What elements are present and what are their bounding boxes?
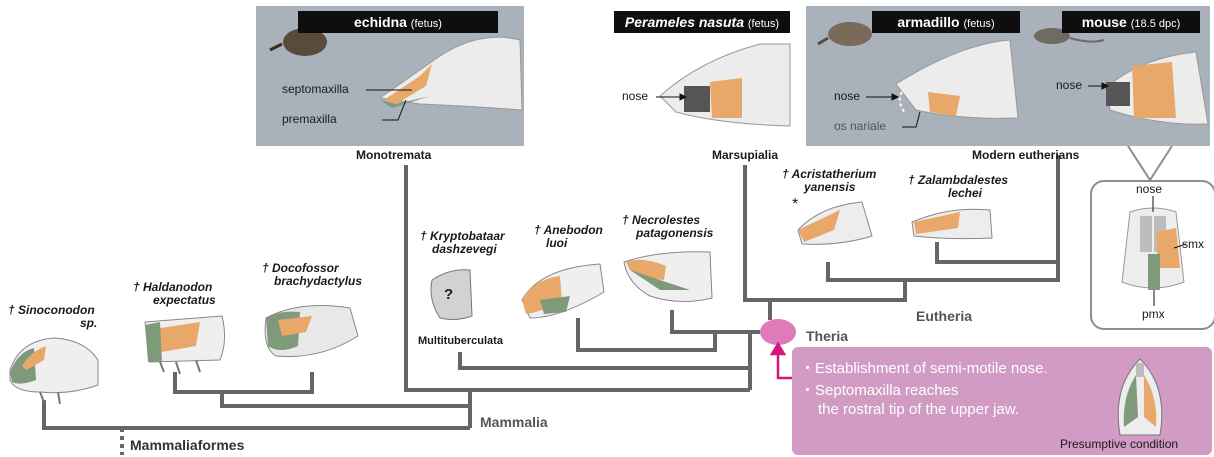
- anebodon-line2: luoi: [534, 237, 603, 250]
- echidna-header: echidna (fetus): [298, 11, 498, 33]
- docofossor-label: † Docofossor brachydactylus: [262, 262, 362, 288]
- zalambdalestes-line2: lechei: [908, 187, 1008, 200]
- kryptobataar-label: † Kryptobataar dashzevegi: [420, 230, 505, 256]
- perameles-header: Perameles nasuta (fetus): [614, 11, 790, 33]
- modern-eutherians-label: Modern eutherians: [972, 148, 1079, 162]
- mouse-title: mouse: [1082, 14, 1127, 30]
- theria-node: [760, 319, 796, 345]
- armadillo-note: (fetus): [963, 18, 994, 30]
- acristatherium-skull: [798, 202, 872, 244]
- os-nariale-label: os nariale: [834, 119, 886, 133]
- echidna-note: (fetus): [411, 18, 442, 30]
- zalambdalestes-label: † Zalambdalestes lechei: [908, 174, 1008, 200]
- inset-pmx-label: pmx: [1142, 307, 1165, 321]
- necrolestes-skull: [624, 252, 712, 302]
- theria-label: Theria: [806, 328, 848, 344]
- acristatherium-label: † Acristatherium yanensis: [782, 168, 876, 194]
- theria-callout: ・Establishment of semi-motile nose. ・Sep…: [792, 347, 1212, 455]
- callout-caption: Presumptive condition: [1060, 437, 1178, 451]
- anebodon-label: † Anebodon luoi: [534, 224, 603, 250]
- mouse-nose-label: nose: [1056, 78, 1082, 92]
- sinoconodon-line2: sp.: [8, 317, 97, 330]
- mouse-snout-inset: nose smx pmx: [1090, 180, 1214, 330]
- marsupialia-label: Marsupialia: [712, 148, 778, 162]
- haldanodon-label: † Haldanodon expectatus: [133, 281, 216, 307]
- unknown-marker: ?: [444, 286, 453, 303]
- kryptobataar-line2: dashzevegi: [420, 243, 505, 256]
- armadillo-nose-label: nose: [834, 89, 860, 103]
- mammaliaformes-label: Mammaliaformes: [130, 437, 244, 453]
- necrolestes-label: † Necrolestes patagonensis: [622, 214, 713, 240]
- perameles-title: Perameles nasuta: [625, 14, 744, 30]
- anebodon-skull: [522, 264, 604, 318]
- zalambdalestes-skull: [912, 209, 992, 238]
- necrolestes-line2: patagonensis: [622, 227, 713, 240]
- asterisk-marker: *: [792, 196, 798, 214]
- perameles-note: (fetus): [748, 18, 779, 30]
- septomaxilla-label: septomaxilla: [282, 82, 349, 96]
- eutheria-label: Eutheria: [916, 308, 972, 324]
- perameles-nose-label: nose: [622, 89, 648, 103]
- anebodon-line1: † Anebodon: [534, 224, 603, 237]
- inset-smx-label: smx: [1182, 237, 1204, 251]
- multituberculata-label: Multituberculata: [418, 335, 503, 347]
- inset-nose-label: nose: [1136, 182, 1162, 196]
- armadillo-header: armadillo (fetus): [872, 11, 1020, 33]
- mouse-header: mouse (18.5 dpc): [1062, 11, 1200, 33]
- acristatherium-line2: yanensis: [782, 181, 876, 194]
- mammalia-label: Mammalia: [480, 414, 548, 430]
- premaxilla-label: premaxilla: [282, 112, 337, 126]
- docofossor-line2: brachydactylus: [262, 275, 362, 288]
- monotremata-label: Monotremata: [356, 148, 431, 162]
- sinoconodon-skull: [10, 338, 98, 404]
- docofossor-skull: [265, 306, 358, 357]
- inset-connector: [1128, 146, 1172, 180]
- armadillo-title: armadillo: [897, 14, 959, 30]
- echidna-title: echidna: [354, 14, 407, 30]
- sinoconodon-label: † Sinoconodon sp.: [8, 304, 97, 330]
- haldanodon-skull: [145, 316, 225, 374]
- mouse-note: (18.5 dpc): [1131, 18, 1181, 30]
- haldanodon-line2: expectatus: [133, 294, 216, 307]
